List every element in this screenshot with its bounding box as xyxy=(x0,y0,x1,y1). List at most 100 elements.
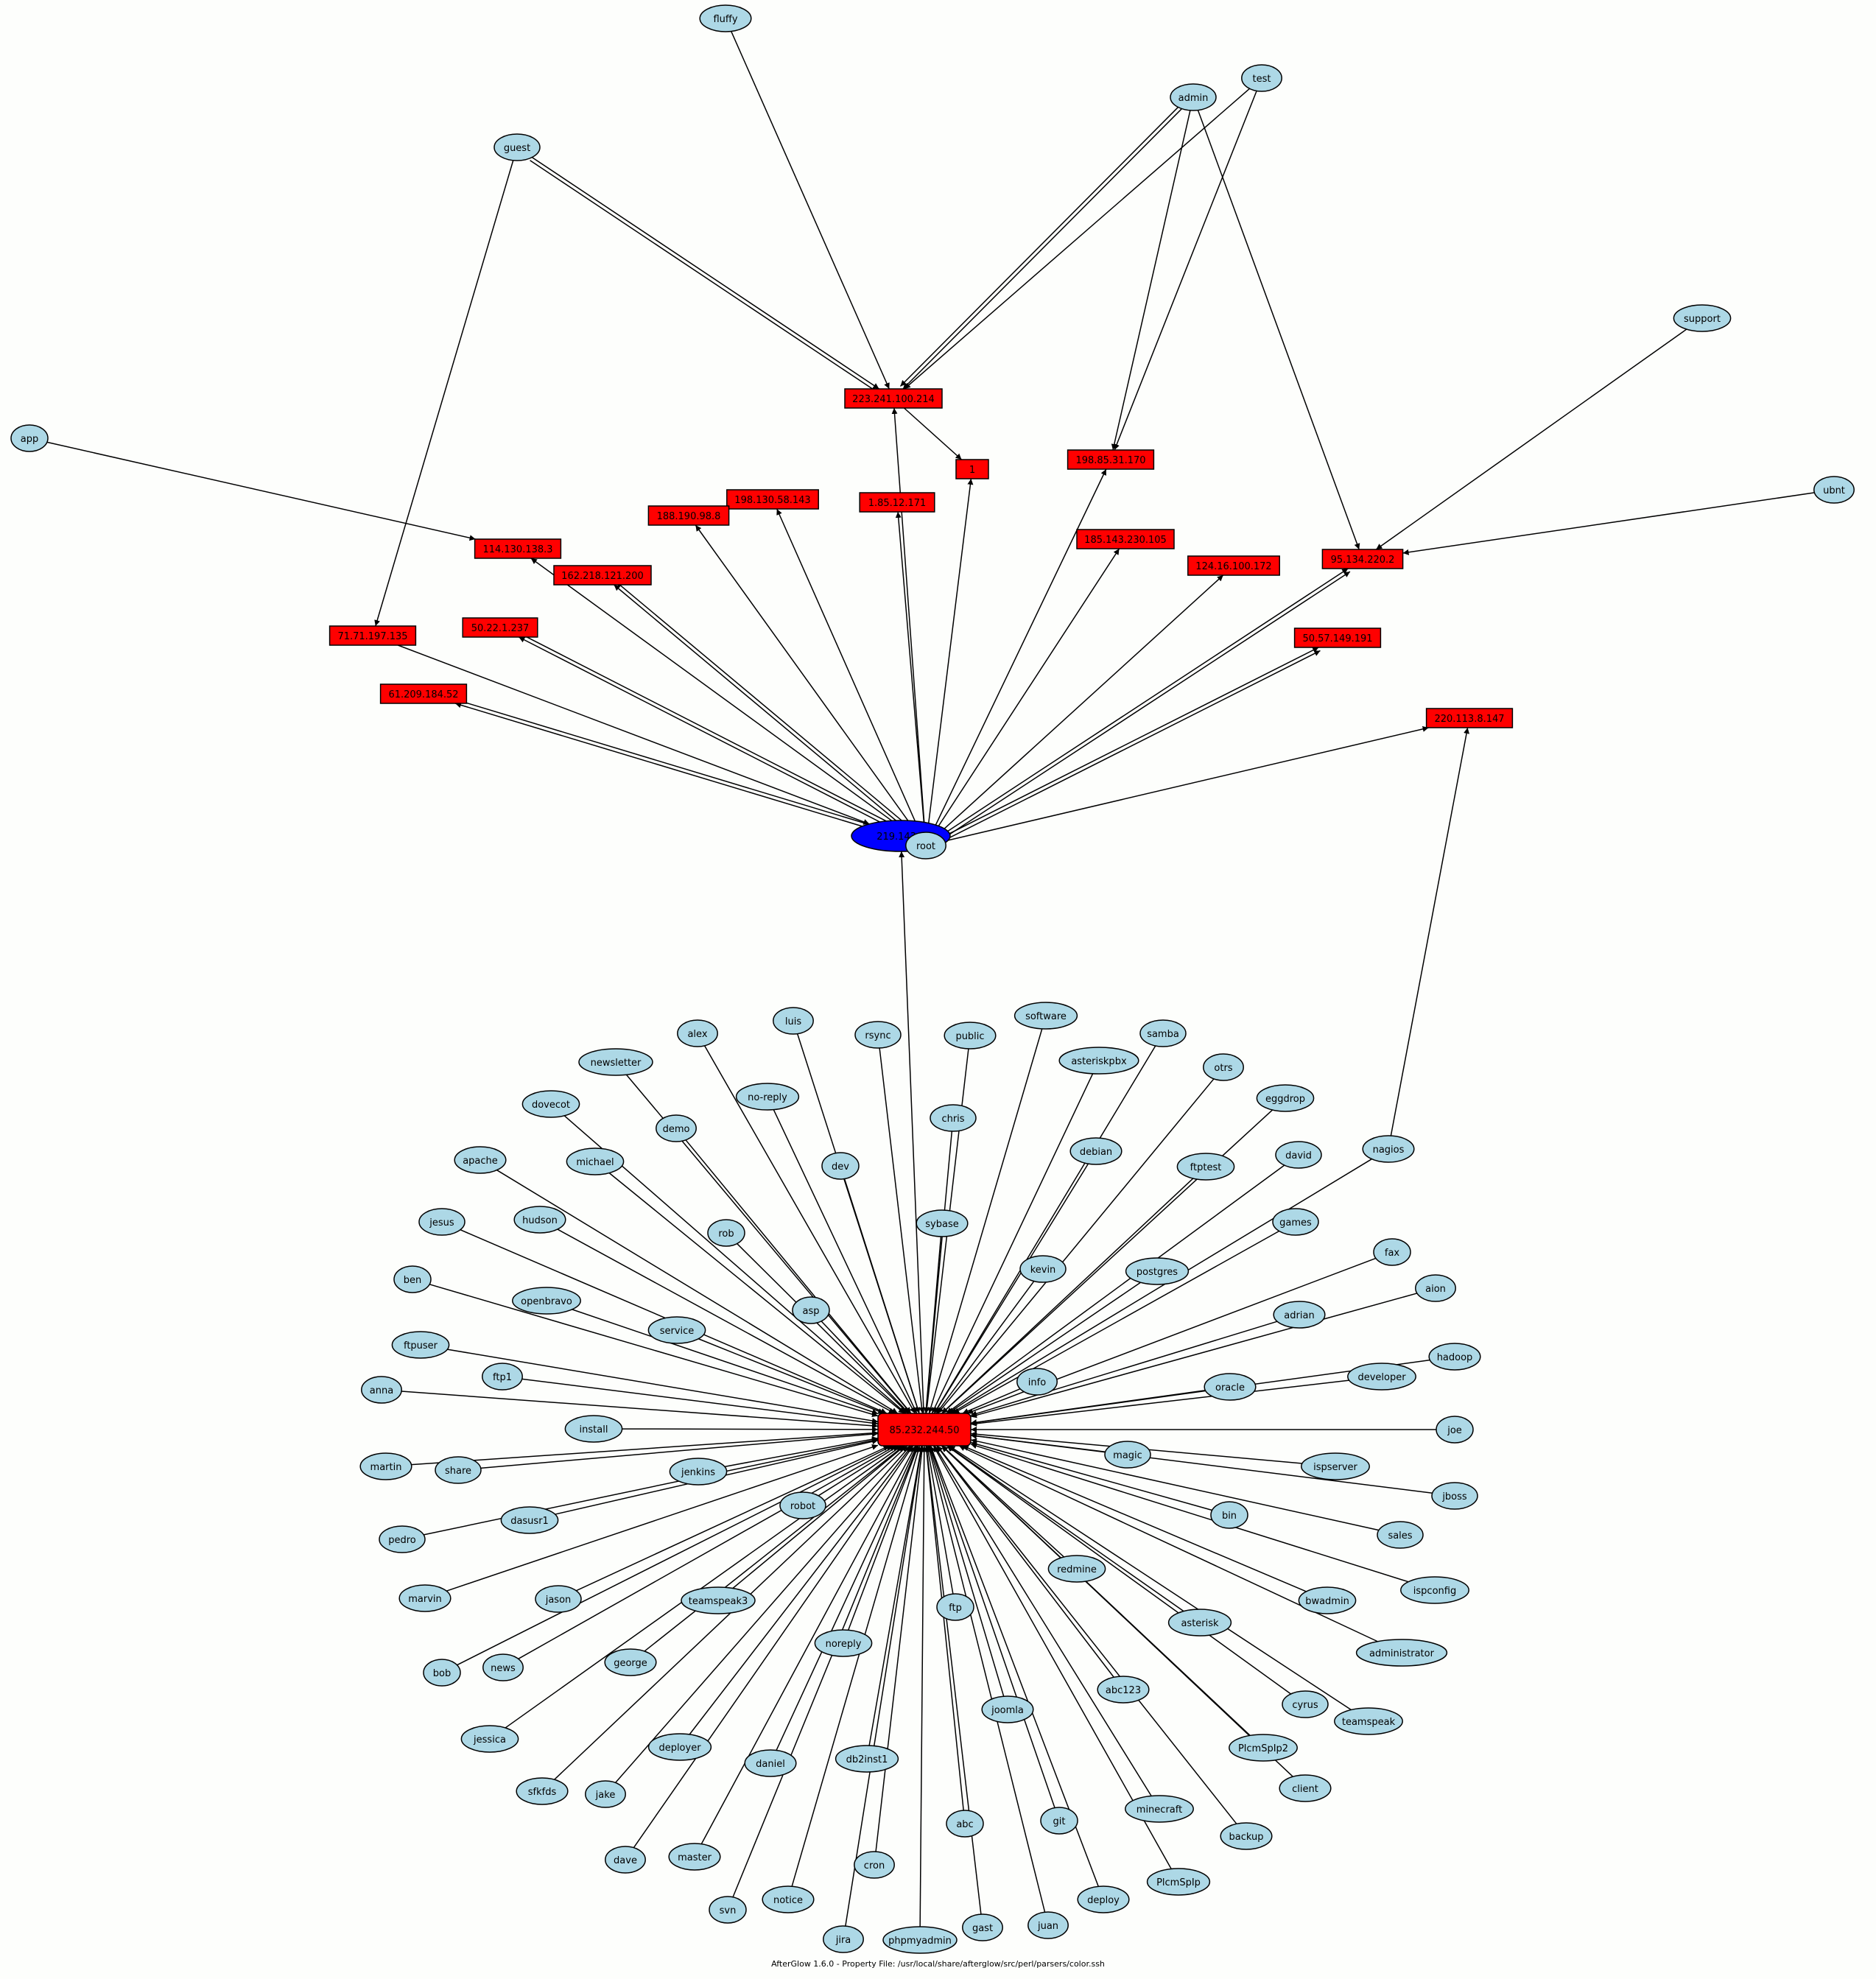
node-shape-chris xyxy=(930,1104,977,1132)
node-shape-ip_1_85 xyxy=(859,492,935,513)
node-luis: luis xyxy=(773,1007,814,1035)
node-ip_124: 124.16.100.172 xyxy=(1187,555,1280,576)
node-shape-magic xyxy=(1104,1441,1151,1469)
node-shape-hadoop xyxy=(1428,1343,1481,1371)
node-db2inst1: db2inst1 xyxy=(835,1745,899,1773)
node-ip_50_57: 50.57.149.191 xyxy=(1293,628,1382,648)
node-nagios: nagios xyxy=(1362,1135,1415,1163)
edge-root-to-ip_1 xyxy=(927,478,974,833)
node-shape-asp xyxy=(792,1296,830,1324)
edge-postgres-to-hub_bottom xyxy=(947,1282,1141,1414)
edge-alex-to-hub_bottom xyxy=(703,1045,916,1414)
node-shape-luis xyxy=(773,1007,814,1035)
node-ip_1_85: 1.85.12.171 xyxy=(859,492,935,513)
edge-db2inst1-to-hub_bottom xyxy=(868,1445,924,1746)
edge-install-to-hub_bottom xyxy=(622,1426,879,1433)
node-label-ben: ben xyxy=(404,1275,422,1286)
node-apache: apache xyxy=(454,1146,507,1174)
node-eggdrop: eggdrop xyxy=(1256,1084,1315,1112)
node-PlcmSpIp2: PlcmSpIp2 xyxy=(1229,1734,1298,1762)
node-shape-ftpuser xyxy=(391,1331,450,1359)
node-ftptest: ftptest xyxy=(1176,1153,1235,1181)
node-label-debian: debian xyxy=(1080,1147,1112,1158)
node-label-hadoop: hadoop xyxy=(1437,1352,1473,1363)
node-shape-jake xyxy=(585,1780,626,1808)
node-admin: admin xyxy=(1170,83,1217,111)
node-shape-aion xyxy=(1415,1274,1456,1302)
node-label-oracle: oracle xyxy=(1215,1382,1245,1393)
edges-layer xyxy=(46,31,1815,1927)
node-shape-deploy xyxy=(1077,1885,1130,1913)
node-shape-root xyxy=(905,832,946,860)
edge-demo-to-hub_bottom xyxy=(685,1139,912,1414)
node-label-eggdrop: eggdrop xyxy=(1265,1094,1305,1105)
node-no-reply: no-reply xyxy=(735,1083,800,1111)
node-label-anna: anna xyxy=(370,1385,393,1396)
node-ftp1: ftp1 xyxy=(482,1363,523,1391)
edge-marvin-to-hub_bottom xyxy=(446,1444,879,1592)
node-teamspeak: teamspeak xyxy=(1334,1707,1403,1735)
node-pedro: pedro xyxy=(379,1525,426,1553)
node-noreply: noreply xyxy=(814,1629,873,1657)
node-notice: notice xyxy=(762,1885,815,1913)
node-shape-george xyxy=(604,1648,657,1676)
node-rob: rob xyxy=(707,1219,745,1247)
edge-nagios-to-hub_bottom xyxy=(950,1159,1372,1414)
node-shape-ip_198_85 xyxy=(1067,449,1155,470)
node-jira: jira xyxy=(823,1925,864,1953)
node-hub_bottom: 85.232.244.50 xyxy=(877,1413,972,1447)
edge-bob-to-hub_bottom xyxy=(457,1445,893,1666)
node-label-jboss: jboss xyxy=(1441,1491,1467,1502)
node-label-db2inst1: db2inst1 xyxy=(846,1754,888,1765)
node-deploy: deploy xyxy=(1077,1885,1130,1913)
node-label-apache: apache xyxy=(463,1156,498,1167)
node-root: root xyxy=(905,832,946,860)
edge-test-to-ip_198_85 xyxy=(1114,91,1257,451)
node-shape-ip_162 xyxy=(553,565,652,586)
edge-info-to-hub_bottom xyxy=(962,1388,1021,1414)
node-juan: juan xyxy=(1027,1911,1069,1939)
node-shape-games xyxy=(1272,1208,1319,1236)
node-label-svn: svn xyxy=(720,1905,737,1916)
node-shape-rsync xyxy=(854,1021,902,1049)
node-bob: bob xyxy=(423,1659,461,1687)
node-label-ip_198_130: 198.130.58.143 xyxy=(734,495,810,506)
edge-root-to-ip_124 xyxy=(937,574,1224,836)
node-demo: demo xyxy=(656,1114,697,1142)
node-shape-ftp1 xyxy=(482,1363,523,1391)
node-label-alex: alex xyxy=(687,1029,707,1040)
node-shape-ubnt xyxy=(1813,476,1855,504)
edge-teamspeak3-to-hub_bottom xyxy=(732,1445,905,1589)
node-shape-juan xyxy=(1027,1911,1069,1939)
edge-app-to-ip_114 xyxy=(46,441,476,541)
edge-sybase-to-hub_bottom xyxy=(923,1236,942,1414)
node-master: master xyxy=(668,1843,721,1871)
node-shape-fax xyxy=(1373,1238,1411,1266)
node-joomla: joomla xyxy=(981,1695,1034,1723)
node-martin: martin xyxy=(359,1452,412,1480)
edge-service-to-hub_bottom xyxy=(698,1338,885,1414)
node-label-george: george xyxy=(614,1658,647,1669)
node-shape-ip_185 xyxy=(1076,529,1175,549)
node-label-noreply: noreply xyxy=(826,1639,862,1650)
node-shape-git xyxy=(1040,1807,1078,1835)
node-label-jessica: jessica xyxy=(473,1734,506,1746)
node-sales: sales xyxy=(1377,1521,1424,1549)
node-label-software: software xyxy=(1025,1011,1067,1022)
node-label-ip_50_22: 50.22.1.237 xyxy=(471,623,530,634)
edge-root-to-ip_50_22 xyxy=(520,633,913,835)
node-shape-jboss xyxy=(1431,1482,1478,1510)
edge-david-to-hub_bottom xyxy=(946,1164,1285,1414)
node-games: games xyxy=(1272,1208,1319,1236)
node-shape-teamspeak xyxy=(1334,1707,1403,1735)
edge-jenkins-to-hub_bottom xyxy=(724,1436,879,1468)
node-label-news: news xyxy=(491,1663,516,1674)
edge-pedro-to-hub_bottom xyxy=(423,1437,879,1536)
edge-cron-to-hub_bottom xyxy=(875,1445,925,1852)
edge-otrs-to-hub_bottom xyxy=(937,1078,1215,1414)
node-client: client xyxy=(1279,1774,1332,1802)
node-shape-administrator xyxy=(1355,1639,1448,1667)
node-label-ip_1: 1 xyxy=(969,465,975,476)
node-alex: alex xyxy=(677,1019,718,1047)
node-label-install: install xyxy=(580,1424,608,1435)
